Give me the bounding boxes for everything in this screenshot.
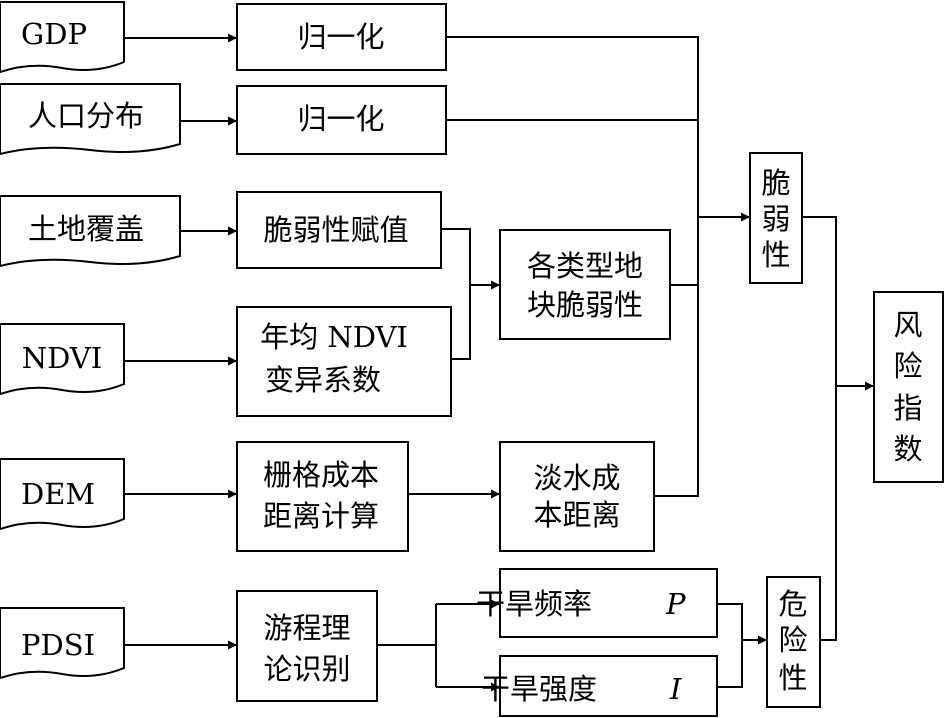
process-normalize-population: 归一化 (236, 85, 447, 155)
input-ndvi-label: NDVI (22, 341, 103, 375)
normalize-population-label: 归一化 (297, 102, 384, 136)
risk-index-char-3: 指 (893, 391, 922, 425)
drought-intensity: 干旱强度 I (481, 655, 718, 717)
wire-freshwater-vulnerability (654, 285, 699, 497)
plot-vulnerability-line2: 块脆弱性 (527, 288, 643, 322)
hazard-char-1: 危 (778, 587, 807, 621)
drought-frequency: 干旱频率 P (476, 568, 718, 638)
risk-index-box: 风 险 指 数 (873, 291, 944, 483)
ndvi-cv-line1: 年均 NDVI (260, 320, 408, 354)
input-pdsi: PDSI (0, 607, 125, 680)
drought-frequency-symbol: P (665, 587, 686, 621)
process-grid-cost-distance: 栅格成本 距离计算 (236, 441, 409, 552)
grid-cost-line2: 距离计算 (263, 499, 379, 533)
input-landcover: 土地覆盖 (0, 195, 181, 268)
vulnerability-char-1: 脆 (761, 166, 790, 200)
hazard-char-3: 性 (778, 661, 807, 695)
input-gdp-label: GDP (21, 17, 87, 51)
vulnerability-char-2: 弱 (761, 202, 790, 236)
process-ndvi-cv: 年均 NDVI 变异系数 (236, 306, 452, 417)
risk-index-char-4: 数 (893, 432, 922, 466)
wire-vulnerability-risk (802, 216, 837, 386)
input-dem: DEM (0, 458, 125, 531)
wire-plot-vulnerability (670, 217, 699, 286)
process-normalize-gdp: 归一化 (236, 3, 447, 71)
run-theory-line2: 论识别 (263, 652, 350, 686)
input-population: 人口分布 (0, 83, 181, 156)
freshwater-cost-distance: 淡水成 本距离 (499, 441, 655, 552)
vulnerability-char-3: 性 (761, 238, 790, 272)
normalize-gdp-label: 归一化 (297, 20, 384, 54)
process-run-theory: 游程理 论识别 (236, 590, 378, 702)
plot-vulnerability: 各类型地 块脆弱性 (499, 229, 671, 340)
vulnerability-box: 脆 弱 性 (749, 152, 803, 284)
wire-intensity-hazard (717, 640, 743, 688)
wire-runtheory-split (377, 604, 437, 646)
input-gdp: GDP (0, 1, 125, 74)
freshwater-line2: 本距离 (533, 498, 620, 532)
ndvi-cv-line2: 变异系数 (265, 363, 381, 397)
wire-frequency-hazard (717, 603, 743, 640)
run-theory-line1: 游程理 (263, 611, 350, 645)
plot-vulnerability-line1: 各类型地 (527, 249, 643, 283)
grid-cost-line1: 栅格成本 (263, 458, 379, 492)
hazard-box: 危 险 性 (766, 576, 821, 708)
wire-assign-merge (441, 228, 471, 360)
wire-hazard-risk (820, 386, 837, 641)
hazard-char-2: 险 (778, 623, 807, 657)
input-population-label: 人口分布 (28, 99, 144, 133)
input-dem-label: DEM (21, 477, 95, 511)
drought-intensity-symbol: I (669, 672, 682, 706)
input-landcover-label: 土地覆盖 (28, 212, 144, 246)
vulnerability-assignment-label: 脆弱性赋值 (263, 213, 408, 247)
risk-index-char-1: 风 (893, 308, 922, 342)
process-vulnerability-assignment: 脆弱性赋值 (236, 191, 442, 269)
drought-intensity-label: 干旱强度 (481, 672, 597, 706)
freshwater-line1: 淡水成 (533, 461, 620, 495)
risk-index-char-2: 险 (893, 349, 922, 383)
wire-gdp-vulnerability (446, 36, 699, 217)
input-pdsi-label: PDSI (21, 628, 95, 662)
input-ndvi: NDVI (0, 323, 125, 396)
